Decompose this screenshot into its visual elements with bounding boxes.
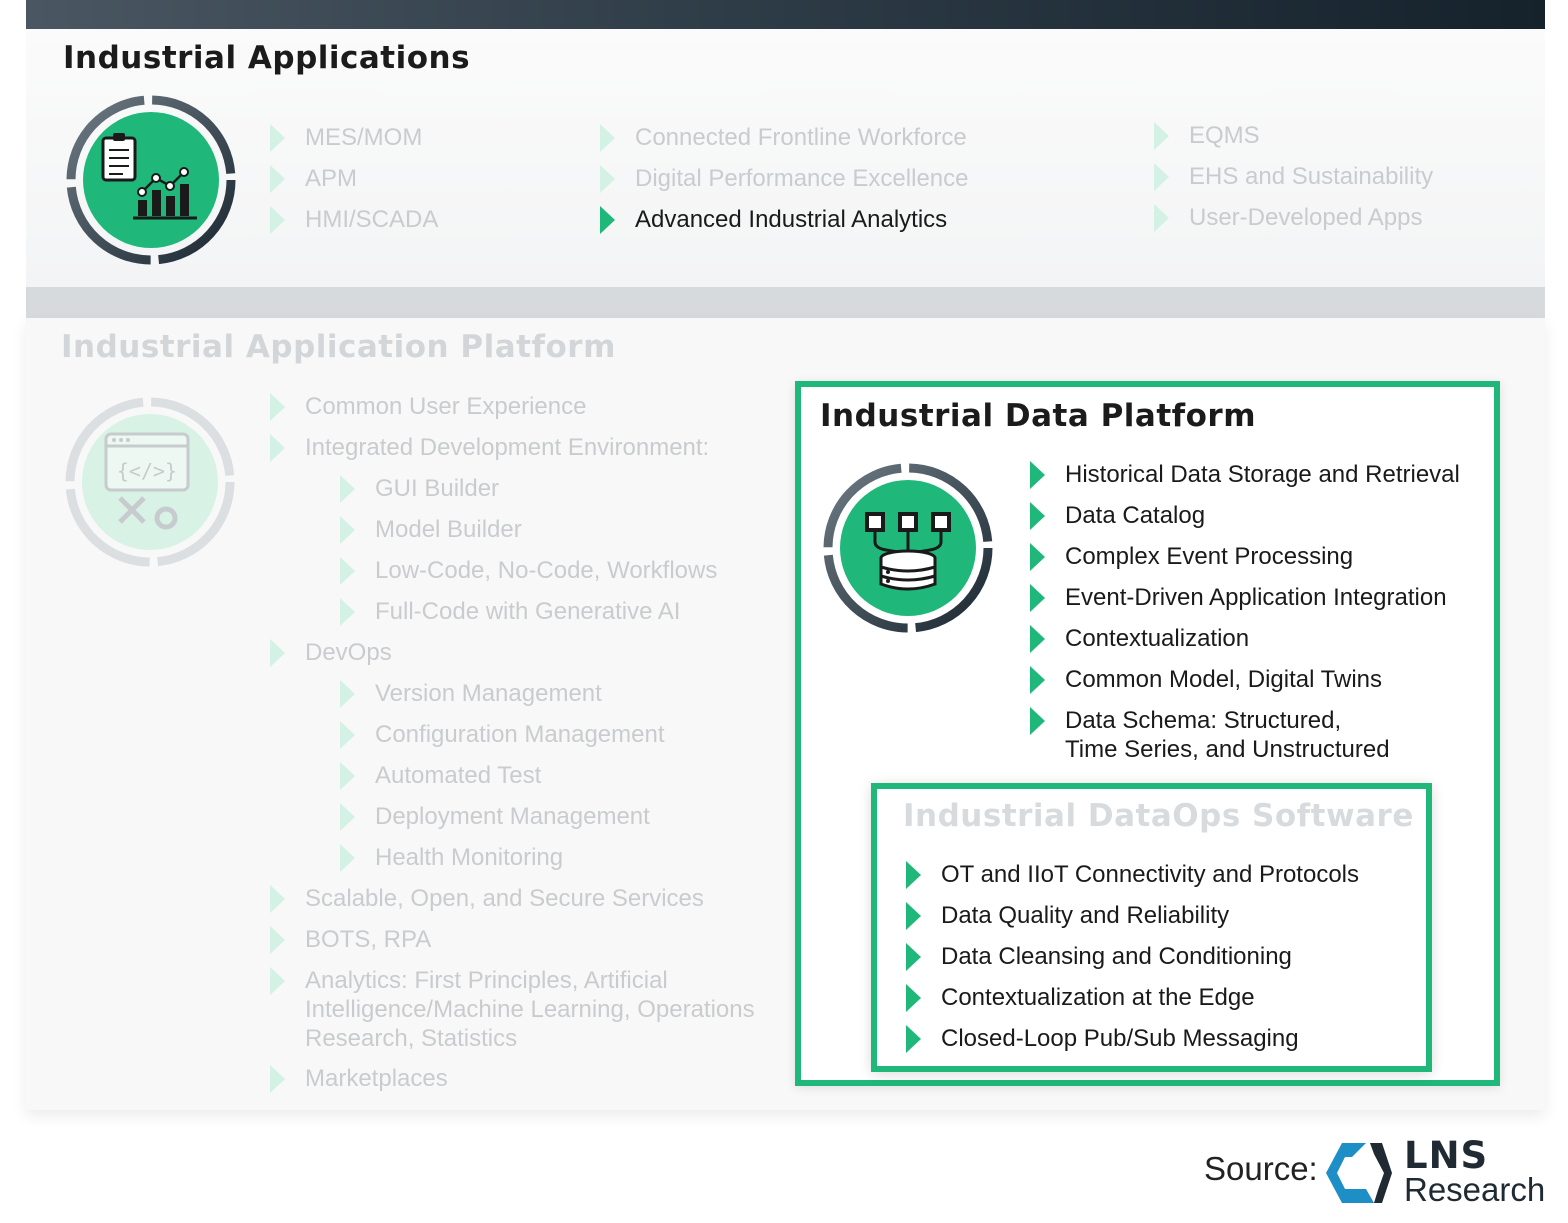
database-nodes-icon bbox=[823, 463, 993, 633]
bullet-arrow-icon bbox=[270, 967, 285, 995]
section-divider bbox=[26, 287, 1545, 318]
list-item: EQMS bbox=[1154, 121, 1260, 150]
list-item: Data Quality and Reliability bbox=[906, 901, 1229, 930]
bullet-arrow-icon bbox=[906, 984, 921, 1012]
lns-logo-icon bbox=[1326, 1143, 1392, 1203]
list-item: MES/MOM bbox=[270, 123, 422, 152]
bullet-arrow-icon bbox=[1030, 584, 1045, 612]
list-item: Data Cleansing and Conditioning bbox=[906, 942, 1292, 971]
bullet-arrow-icon bbox=[270, 434, 285, 462]
list-item: Contextualization at the Edge bbox=[906, 983, 1255, 1012]
bullet-arrow-icon bbox=[270, 393, 285, 421]
bullet-arrow-icon bbox=[270, 639, 285, 667]
list-item: Contextualization bbox=[1030, 624, 1249, 653]
lns-brand-name: LNS bbox=[1404, 1134, 1489, 1177]
bullet-arrow-icon bbox=[906, 1025, 921, 1053]
list-item: APM bbox=[270, 164, 357, 193]
bullet-arrow-icon bbox=[270, 165, 285, 193]
bullet-arrow-icon bbox=[600, 206, 615, 234]
bullet-arrow-icon bbox=[1030, 502, 1045, 530]
bullet-arrow-icon bbox=[340, 803, 355, 831]
bullet-arrow-icon bbox=[1154, 204, 1169, 232]
list-item: Closed-Loop Pub/Sub Messaging bbox=[906, 1024, 1299, 1053]
list-item: Connected Frontline Workforce bbox=[600, 123, 967, 152]
list-item: Low-Code, No-Code, Workflows bbox=[340, 556, 717, 585]
data-platform-title: Industrial Data Platform bbox=[820, 398, 1257, 434]
list-item: BOTS, RPA bbox=[270, 925, 431, 954]
list-item: Common Model, Digital Twins bbox=[1030, 665, 1382, 694]
list-item: Health Monitoring bbox=[340, 843, 563, 872]
top-banner bbox=[26, 0, 1545, 29]
analytics-report-icon bbox=[66, 95, 236, 265]
bullet-arrow-icon bbox=[600, 165, 615, 193]
bullet-arrow-icon bbox=[340, 762, 355, 790]
bullet-arrow-icon bbox=[600, 124, 615, 152]
bullet-arrow-icon bbox=[1030, 625, 1045, 653]
bullet-arrow-icon bbox=[1154, 163, 1169, 191]
bullet-arrow-icon bbox=[340, 475, 355, 503]
list-item: OT and IIoT Connectivity and Protocols bbox=[906, 860, 1359, 889]
bullet-arrow-icon bbox=[340, 516, 355, 544]
bullet-arrow-icon bbox=[340, 598, 355, 626]
industrial-applications-panel bbox=[26, 29, 1545, 287]
bullet-arrow-icon bbox=[340, 680, 355, 708]
svg-text:{</>}: {</>} bbox=[117, 459, 177, 483]
bullet-arrow-icon bbox=[906, 902, 921, 930]
bullet-arrow-icon bbox=[1030, 543, 1045, 571]
list-item: Historical Data Storage and Retrieval bbox=[1030, 460, 1460, 489]
list-item: Complex Event Processing bbox=[1030, 542, 1353, 571]
bullet-arrow-icon bbox=[270, 1065, 285, 1093]
bullet-arrow-icon bbox=[270, 926, 285, 954]
bullet-arrow-icon bbox=[1030, 666, 1045, 694]
industrial-applications-title: Industrial Applications bbox=[63, 40, 471, 76]
bullet-arrow-icon bbox=[1030, 707, 1045, 735]
bullet-arrow-icon bbox=[906, 861, 921, 889]
list-item: Data Schema: Structured,Time Series, and… bbox=[1030, 706, 1390, 764]
list-item: Integrated Development Environment: bbox=[270, 433, 709, 462]
bullet-arrow-icon bbox=[340, 844, 355, 872]
bullet-arrow-icon bbox=[340, 721, 355, 749]
dataops-software-box bbox=[871, 783, 1432, 1072]
list-item: Data Catalog bbox=[1030, 501, 1205, 530]
lns-brand-sub: Research bbox=[1404, 1171, 1546, 1208]
highlighted-list-item: Advanced Industrial Analytics bbox=[600, 205, 947, 234]
list-item: Full-Code with Generative AI bbox=[340, 597, 680, 626]
list-item: Common User Experience bbox=[270, 392, 586, 421]
list-item: Scalable, Open, and Secure Services bbox=[270, 884, 704, 913]
list-item: GUI Builder bbox=[340, 474, 499, 503]
list-item: Version Management bbox=[340, 679, 602, 708]
list-item: Analytics: First Principles, Artificial … bbox=[270, 966, 770, 1053]
list-item: Deployment Management bbox=[340, 802, 650, 831]
list-item: Configuration Management bbox=[340, 720, 665, 749]
list-item: EHS and Sustainability bbox=[1154, 162, 1433, 191]
list-item: Model Builder bbox=[340, 515, 522, 544]
list-item: Automated Test bbox=[340, 761, 541, 790]
bullet-arrow-icon bbox=[1030, 461, 1045, 489]
bullet-arrow-icon bbox=[270, 885, 285, 913]
code-tools-icon: {</>} bbox=[65, 397, 235, 567]
list-item: Marketplaces bbox=[270, 1064, 448, 1093]
list-item: HMI/SCADA bbox=[270, 205, 438, 234]
application-platform-title: Industrial Application Platform bbox=[61, 329, 616, 365]
list-item: Digital Performance Excellence bbox=[600, 164, 968, 193]
list-item: User-Developed Apps bbox=[1154, 203, 1422, 232]
bullet-arrow-icon bbox=[270, 206, 285, 234]
dataops-title: Industrial DataOps Software bbox=[903, 798, 1414, 834]
list-item: DevOps bbox=[270, 638, 392, 667]
bullet-arrow-icon bbox=[270, 124, 285, 152]
bullet-arrow-icon bbox=[906, 943, 921, 971]
bullet-arrow-icon bbox=[1154, 122, 1169, 150]
source-label: Source: bbox=[1204, 1150, 1318, 1187]
list-item: Event-Driven Application Integration bbox=[1030, 583, 1447, 612]
bullet-arrow-icon bbox=[340, 557, 355, 585]
